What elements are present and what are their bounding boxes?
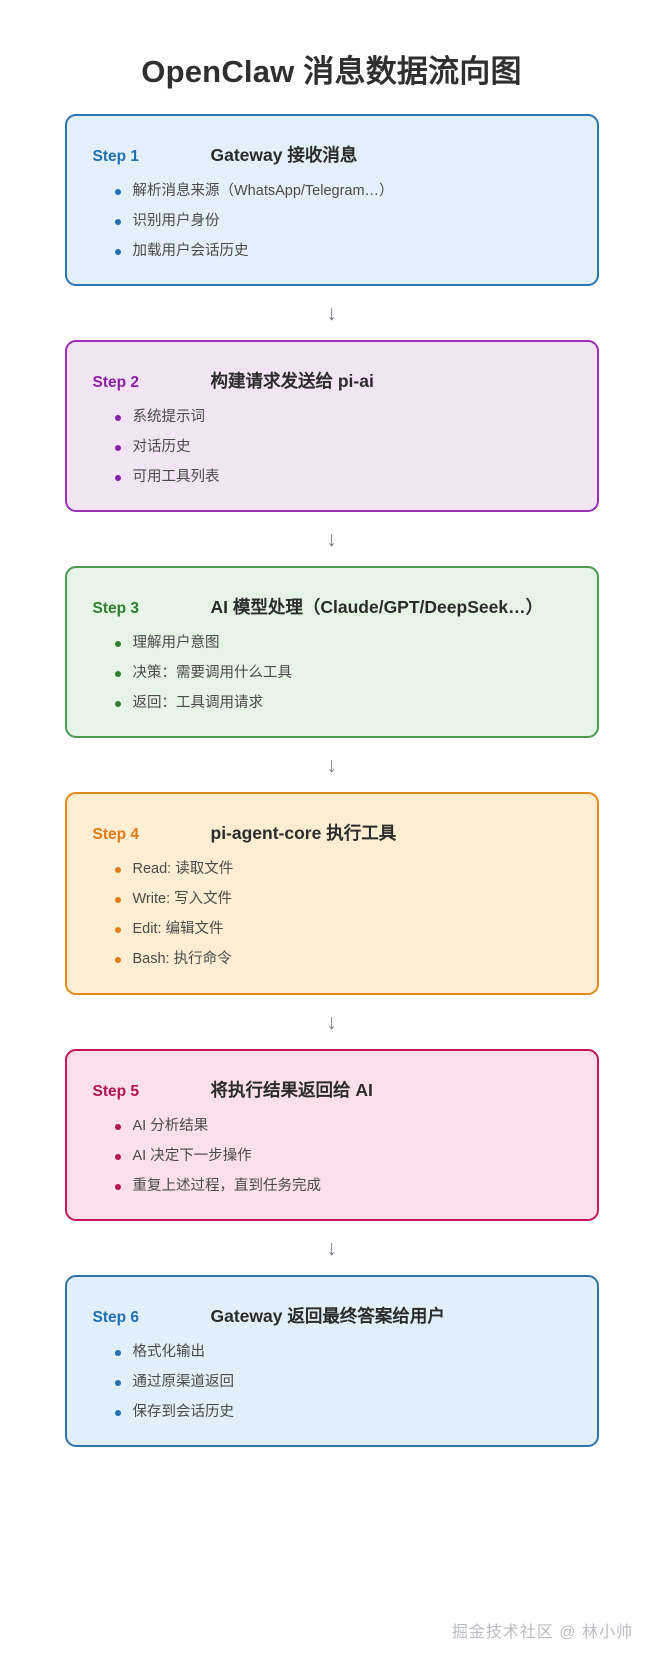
step-bullet-item: 识别用户身份 bbox=[111, 211, 571, 232]
step-bullet-item: AI 决定下一步操作 bbox=[111, 1146, 571, 1167]
step-bullet-list: 理解用户意图决策：需要调用什么工具返回：工具调用请求 bbox=[67, 633, 597, 714]
step-title: AI 模型处理（Claude/GPT/DeepSeek…） bbox=[210, 597, 544, 618]
step-bullet-list: 解析消息来源（WhatsApp/Telegram…） 识别用户身份加载用户会话历史 bbox=[67, 181, 597, 262]
flow-arrow-down-icon: ↓ bbox=[326, 528, 337, 552]
step-header: Step 1 Gateway 接收消息 bbox=[67, 142, 597, 167]
flow-arrow-down-icon: ↓ bbox=[326, 1236, 337, 1260]
step-bullet-list: Read: 读取文件 Write: 写入文件 Edit: 编辑文件 Bash: 执行命… bbox=[67, 859, 597, 970]
step-card[interactable]: Step 5 将执行结果返回给 AI AI 分析结果 AI 决定下一步操作重复上述过程… bbox=[64, 1048, 599, 1221]
step-header: Step 4 pi-agent-core 执行工具 bbox=[67, 820, 597, 845]
step-header: Step 6 Gateway 返回最终答案给用户 bbox=[67, 1303, 597, 1328]
step-bullet-item: AI 分析结果 bbox=[111, 1116, 571, 1137]
step-bullet-item: Write: 写入文件 bbox=[111, 889, 571, 910]
step-bullet-item: 决策：需要调用什么工具 bbox=[111, 663, 571, 684]
step-bullet-list: AI 分析结果 AI 决定下一步操作重复上述过程，直到任务完成 bbox=[67, 1116, 597, 1197]
step-card[interactable]: Step 3 AI 模型处理（Claude/GPT/DeepSeek…） 理解用户意… bbox=[64, 566, 599, 739]
step-title: pi-agent-core 执行工具 bbox=[210, 823, 397, 844]
step-bullet-list: 格式化输出通过原渠道返回保存到会话历史 bbox=[67, 1342, 597, 1423]
page-title: OpenClaw 消息数据流向图 bbox=[141, 54, 522, 89]
step-bullet-item: 理解用户意图 bbox=[111, 633, 571, 654]
step-label: Step 2 bbox=[92, 374, 140, 392]
step-card[interactable]: Step 2 构建请求发送给 pi-ai 系统提示词对话历史可用工具列表 bbox=[64, 340, 599, 513]
step-card[interactable]: Step 4 pi-agent-core 执行工具 Read: 读取文件 Write:… bbox=[64, 792, 599, 995]
step-bullet-item: Edit: 编辑文件 bbox=[111, 919, 571, 940]
step-header: Step 5 将执行结果返回给 AI bbox=[67, 1077, 597, 1102]
step-bullet-item: 系统提示词 bbox=[111, 407, 571, 428]
flow-arrow-down-icon: ↓ bbox=[326, 1010, 337, 1034]
flow-arrow-down-icon: ↓ bbox=[326, 302, 337, 326]
step-bullet-item: 加载用户会话历史 bbox=[111, 241, 571, 262]
watermark: 掘金技术社区 @ 林小帅 bbox=[451, 1624, 633, 1641]
step-bullet-item: 通过原渠道返回 bbox=[111, 1372, 571, 1393]
step-title: Gateway 接收消息 bbox=[210, 145, 358, 166]
step-bullet-list: 系统提示词对话历史可用工具列表 bbox=[67, 407, 597, 488]
step-bullet-item: 可用工具列表 bbox=[111, 467, 571, 488]
step-bullet-item: 保存到会话历史 bbox=[111, 1402, 571, 1423]
step-card[interactable]: Step 6 Gateway 返回最终答案给用户格式化输出通过原渠道返回保存到会话… bbox=[64, 1274, 599, 1447]
step-bullet-item: 返回：工具调用请求 bbox=[111, 693, 571, 714]
step-card[interactable]: Step 1 Gateway 接收消息解析消息来源（WhatsApp/Telegr… bbox=[64, 114, 599, 287]
step-header: Step 2 构建请求发送给 pi-ai bbox=[67, 368, 597, 393]
step-label: Step 1 bbox=[92, 148, 140, 166]
step-bullet-item: 对话历史 bbox=[111, 437, 571, 458]
step-bullet-item: Read: 读取文件 bbox=[111, 859, 571, 880]
step-label: Step 5 bbox=[92, 1082, 140, 1100]
step-header: Step 3 AI 模型处理（Claude/GPT/DeepSeek…） bbox=[67, 594, 597, 619]
step-bullet-item: 解析消息来源（WhatsApp/Telegram…） bbox=[111, 181, 571, 202]
flow-container: Step 1 Gateway 接收消息解析消息来源（WhatsApp/Telegr… bbox=[64, 92, 599, 1447]
flow-arrow-down-icon: ↓ bbox=[326, 754, 337, 778]
step-bullet-item: Bash: 执行命令 bbox=[111, 949, 571, 970]
step-title: 将执行结果返回给 AI bbox=[210, 1079, 373, 1100]
step-label: Step 4 bbox=[92, 826, 140, 844]
step-title: Gateway 返回最终答案给用户 bbox=[210, 1305, 445, 1326]
step-bullet-item: 重复上述过程，直到任务完成 bbox=[111, 1176, 571, 1197]
step-bullet-item: 格式化输出 bbox=[111, 1342, 571, 1363]
step-title: 构建请求发送给 pi-ai bbox=[210, 371, 374, 392]
step-label: Step 3 bbox=[92, 600, 140, 618]
step-label: Step 6 bbox=[92, 1308, 140, 1326]
